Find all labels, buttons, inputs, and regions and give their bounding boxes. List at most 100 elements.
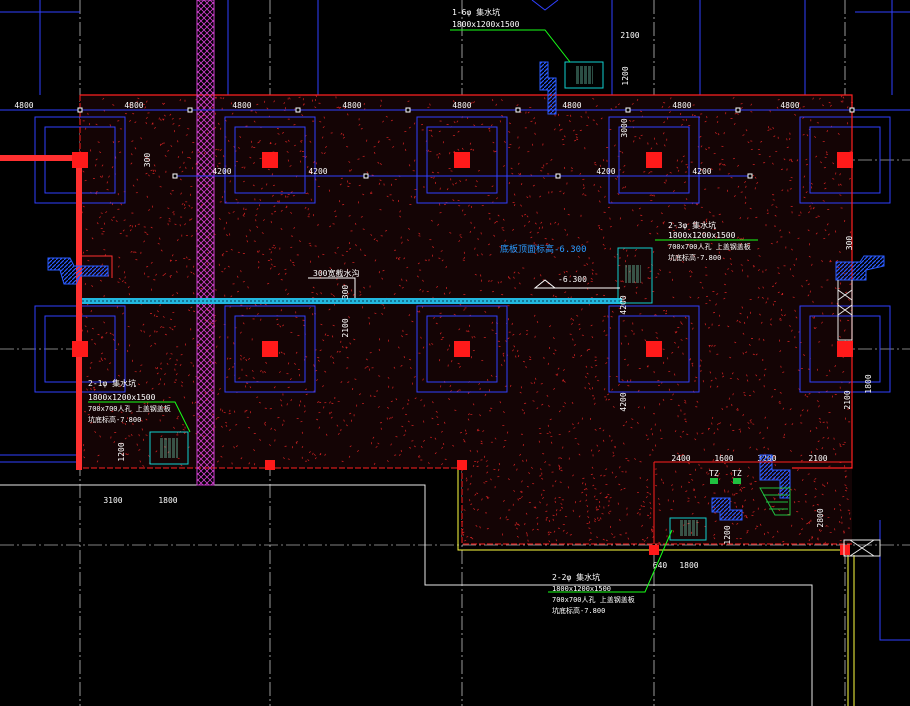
floor-elev-label: 底板顶面标高-6.300	[500, 243, 587, 255]
dim-top-2: 4800	[124, 101, 143, 110]
footing-3	[416, 116, 508, 204]
sump-pit-4: 2-2φ 集水坑 1800x1200x1500 700x700人孔 上盖钢盖板 …	[548, 517, 707, 615]
dim-right-1800: 1800	[864, 374, 873, 393]
footing-5	[799, 116, 891, 204]
beam-label: 300宽截水沟	[313, 268, 359, 278]
pit-1-size: 1800x1200x1500	[452, 20, 520, 29]
right-pipe-symbol	[835, 255, 885, 341]
pit-4-code: 2-2φ 集水坑	[552, 572, 600, 582]
footing-4	[608, 116, 700, 204]
dim-tick-inner-4	[747, 173, 753, 179]
dim-tick-8	[849, 107, 855, 113]
dim-tick-1	[77, 107, 83, 113]
dim-tick-6	[625, 107, 631, 113]
tz-label-2: TZ	[732, 469, 742, 478]
dimension-lines	[0, 107, 910, 179]
dim-top-5: 4800	[452, 101, 471, 110]
dim-tick-inner-2	[363, 173, 369, 179]
column-11	[265, 460, 275, 470]
footing-10	[799, 305, 891, 393]
dim-bottom-3100: 3100	[103, 496, 122, 505]
left-wall	[0, 155, 82, 470]
column-4	[646, 152, 662, 168]
column-8	[454, 341, 470, 357]
pit-2-grate: 700x700人孔 上盖钢盖板	[668, 242, 751, 251]
pit-2-elev: 坑底标高-7.800	[668, 253, 721, 262]
footing-9	[608, 305, 700, 393]
dim-top-8: 4800	[780, 101, 799, 110]
elev-marker-text: -6.300	[558, 275, 587, 284]
dim-bottom-640: 640	[653, 561, 668, 570]
dim-top-7: 4800	[672, 101, 691, 110]
footing-2	[224, 116, 316, 204]
pit-4-size: 1800x1200x1500	[552, 585, 611, 593]
dim-ramp-2400: 2400	[671, 454, 690, 463]
column-2	[262, 152, 278, 168]
column-12	[457, 460, 467, 470]
ramp-stair: TZ TZ	[653, 454, 852, 544]
dim-tick-3	[295, 107, 301, 113]
column-9	[646, 341, 662, 357]
dim-3000-a: 3000	[620, 118, 629, 137]
dim-top-6: 4800	[562, 101, 581, 110]
sump-pit-3: 2-1φ 集水坑 1800x1200x1500 700x700人孔 上盖钢盖板 …	[88, 378, 191, 465]
pit-2-size: 1800x1200x1500	[668, 231, 736, 240]
pit-3-elev: 坑底标高-7.800	[88, 415, 141, 424]
pit-3-code: 2-1φ 集水坑	[88, 378, 136, 388]
dim-tick-inner-3	[555, 173, 561, 179]
dim-tick-inner-1	[172, 173, 178, 179]
dim-pit-2100: 2100	[620, 31, 639, 40]
pit-4-elev: 坑底标高-7.800	[552, 606, 605, 615]
tz-label-1: TZ	[709, 469, 719, 478]
column-5	[837, 152, 853, 168]
pit-3-size: 1800x1200x1500	[88, 393, 156, 402]
dim-ramp-2100: 2100	[808, 454, 827, 463]
elevation-annotations: 底板顶面标高-6.300 -6.300 300宽截水沟	[308, 243, 620, 298]
drainage-beam	[82, 298, 622, 304]
dim-ramp-2800: 2800	[816, 508, 825, 527]
column-13	[649, 545, 659, 555]
pit-1-code: 1-6φ 集水坑	[452, 7, 500, 17]
slab-fill	[80, 95, 852, 468]
dim-right-4200-a: 4200	[619, 295, 628, 314]
columns	[72, 152, 853, 555]
column-7	[262, 341, 278, 357]
dim-inner-2: 4200	[308, 167, 327, 176]
dim-tick-7	[735, 107, 741, 113]
dim-left-1200: 1200	[117, 442, 126, 461]
bottom-right-valve	[843, 539, 881, 557]
dim-top-4: 4800	[342, 101, 361, 110]
dim-ramp-1600: 1600	[714, 454, 733, 463]
pit-4-grate: 700x700人孔 上盖钢盖板	[552, 595, 635, 604]
column-1	[72, 152, 88, 168]
misc-dimensions: 3000 300 300 2100 1200 300 2100 4200 420…	[103, 31, 873, 570]
slab-fill-lower	[462, 460, 852, 544]
dim-inner-3: 4200	[596, 167, 615, 176]
dim-tick-2	[187, 107, 193, 113]
pit-3-grate: 700x700人孔 上盖钢盖板	[88, 404, 171, 413]
column-14	[840, 545, 850, 555]
dim-right-4200-b: 4200	[619, 392, 628, 411]
dim-tick-4	[405, 107, 411, 113]
dim-300-left: 300	[143, 153, 152, 168]
dim-beam-300: 300	[341, 285, 350, 300]
dim-beam-2100: 2100	[341, 318, 350, 337]
footing-7	[224, 305, 316, 393]
sump-pit-2: 2-3φ 集水坑 1800x1200x1500 700x700人孔 上盖钢盖板 …	[617, 220, 758, 304]
dim-bottom-1800b: 1800	[679, 561, 698, 570]
dim-300-right: 300	[845, 236, 854, 251]
inner-span-dimensions: 4200 4200 4200 4200	[212, 167, 711, 176]
crosshatch-wall	[196, 0, 215, 486]
dim-ramp-1200: 1200	[723, 525, 732, 544]
sump-pit-1: 1-6φ 集水坑 1800x1200x1500	[450, 0, 604, 115]
column-10	[837, 341, 853, 357]
column-6	[72, 341, 88, 357]
footing-8	[416, 305, 508, 393]
dim-inner-1: 4200	[212, 167, 231, 176]
dim-top-3: 4800	[232, 101, 251, 110]
dim-pit-1200: 1200	[621, 66, 630, 85]
dim-tick-5	[515, 107, 521, 113]
dim-inner-4: 4200	[692, 167, 711, 176]
dim-top-1: 4800	[14, 101, 33, 110]
